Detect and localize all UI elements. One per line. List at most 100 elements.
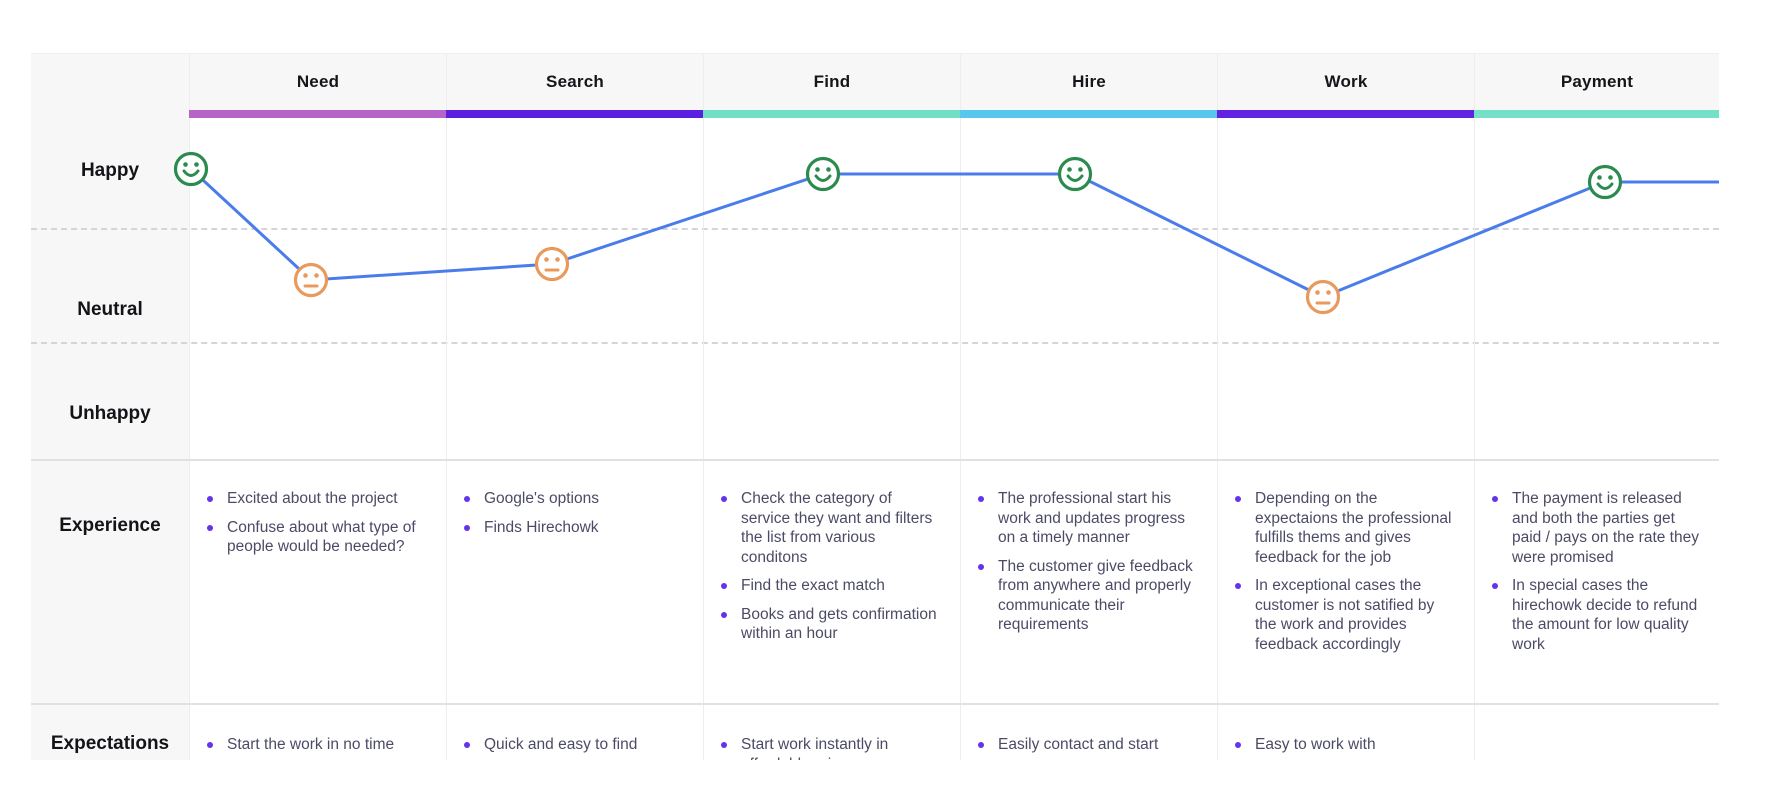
- bullet-text: Excited about the project: [227, 490, 398, 507]
- stage-bar-hire: [960, 110, 1217, 118]
- happy-face-icon: [1057, 156, 1093, 192]
- bullet-dot: [978, 496, 984, 502]
- bullet-item: In special cases the hirechowk decide to…: [1492, 576, 1699, 654]
- bullet-text: Start work instantly in affordable price: [741, 736, 889, 760]
- bullet-text: Find the exact match: [741, 577, 885, 594]
- bullet-dot: [721, 583, 727, 589]
- bullet-item: Check the category of service they want …: [721, 489, 940, 567]
- bullet-item: Books and gets confirmation within an ho…: [721, 605, 940, 644]
- stage-label: Payment: [1560, 72, 1634, 91]
- expectations-search: Quick and easy to find: [446, 705, 703, 760]
- bullet-text: The payment is released and both the par…: [1512, 490, 1699, 566]
- expectations-work: Easy to work with: [1217, 705, 1474, 760]
- bullet-dot: [1492, 496, 1498, 502]
- happy-face-icon: [1587, 164, 1623, 200]
- emotion-level-neutral: Neutral: [77, 299, 143, 320]
- stage-header-row: Need Search Find Hire Work Payment: [31, 54, 1719, 110]
- stage-header-need: Need: [189, 54, 446, 110]
- bullet-item: Finds Hirechowk: [464, 518, 683, 538]
- expectations-hire: Easily contact and start: [960, 705, 1217, 760]
- expectations-row-header: Expectations: [31, 705, 189, 760]
- bullet-text: In special cases the hirechowk decide to…: [1512, 577, 1698, 653]
- bullet-dot: [1492, 583, 1498, 589]
- bullet-text: Books and gets confirmation within an ho…: [741, 605, 937, 643]
- emotion-axis-sidebar: [31, 118, 189, 459]
- experience-label: Experience: [59, 515, 161, 536]
- neutral-face-icon: [1305, 279, 1341, 315]
- emotion-chart: Happy Neutral Unhappy: [31, 118, 1719, 459]
- stage-label: Find: [813, 72, 851, 91]
- bullet-dot: [464, 524, 470, 531]
- bullet-text: Confuse about what type of people would …: [227, 518, 416, 556]
- bullet-item: Start the work in no time: [207, 735, 426, 755]
- bullet-dot: [1235, 496, 1241, 502]
- column-divider: [1217, 118, 1218, 459]
- bullet-dot: [207, 496, 213, 502]
- bullet-text: Start the work in no time: [227, 736, 395, 753]
- bullet-dot: [721, 742, 727, 748]
- neutral-face-icon: [293, 262, 329, 298]
- stage-bar-need: [189, 110, 446, 118]
- column-divider: [189, 118, 190, 459]
- stage-header-find: Find: [703, 54, 960, 110]
- bullet-dot: [207, 742, 213, 748]
- bullet-text: Easily contact and start: [998, 736, 1159, 753]
- bullet-dot: [978, 742, 984, 748]
- experience-work: Depending on the expectaions the profess…: [1217, 461, 1474, 703]
- expectations-need: Start the work in no time: [189, 705, 446, 760]
- bullet-dot: [207, 524, 213, 531]
- stage-bar-search: [446, 110, 703, 118]
- experience-payment: The payment is released and both the par…: [1474, 461, 1719, 703]
- stage-label: Work: [1324, 72, 1368, 91]
- column-divider: [960, 118, 961, 459]
- column-divider: [446, 118, 447, 459]
- emotion-level-happy: Happy: [80, 160, 140, 181]
- bullet-text: Quick and easy to find: [484, 736, 638, 753]
- bullet-dot: [721, 496, 727, 502]
- emotion-line-svg: [173, 151, 1719, 315]
- bullet-dot: [464, 742, 470, 748]
- bullet-item: Excited about the project: [207, 489, 426, 509]
- bullet-item: The professional start his work and upda…: [978, 489, 1197, 548]
- bullet-text: Check the category of service they want …: [741, 490, 933, 566]
- emotion-line: [189, 167, 1719, 299]
- stage-label: Need: [296, 72, 340, 91]
- bullet-item: Quick and easy to find: [464, 735, 683, 755]
- stage-header-work: Work: [1217, 54, 1474, 110]
- expectations-payment: [1474, 705, 1719, 760]
- experience-find: Check the category of service they want …: [703, 461, 960, 703]
- emotion-level-unhappy: Unhappy: [69, 403, 151, 424]
- gridline-happy-neutral: [31, 228, 1719, 230]
- stage-label: Hire: [1072, 72, 1106, 91]
- bullet-item: Confuse about what type of people would …: [207, 518, 426, 557]
- stage-label: Search: [546, 72, 604, 91]
- bullet-text: Easy to work with: [1255, 736, 1376, 753]
- bullet-dot: [1235, 583, 1241, 589]
- happy-face-icon: [805, 156, 841, 192]
- bullet-item: Find the exact match: [721, 576, 940, 596]
- expectations-label: Expectations: [50, 733, 170, 754]
- column-divider: [703, 118, 704, 459]
- stage-bar-find: [703, 110, 960, 118]
- stage-header-hire: Hire: [960, 54, 1217, 110]
- bullet-text: Google's options: [484, 490, 599, 507]
- experience-hire: The professional start his work and upda…: [960, 461, 1217, 703]
- happy-face-icon: [173, 151, 209, 187]
- neutral-face-icon: [534, 246, 570, 282]
- bullet-item: The payment is released and both the par…: [1492, 489, 1699, 567]
- expectations-row: Expectations Start the work in no time Q…: [31, 703, 1719, 760]
- bullet-item: Easy to work with: [1235, 735, 1454, 755]
- bullet-text: In exceptional cases the customer is not…: [1255, 577, 1435, 653]
- bullet-text: Finds Hirechowk: [484, 518, 599, 536]
- bullet-dot: [1235, 742, 1241, 748]
- bullet-dot: [721, 611, 727, 618]
- bullet-dot: [464, 496, 470, 502]
- bullet-dot: [978, 563, 984, 570]
- stage-bar-payment: [1474, 110, 1719, 118]
- bullet-text: The professional start his work and upda…: [998, 490, 1185, 546]
- stage-header-payment: Payment: [1474, 54, 1719, 110]
- gridline-neutral-unhappy: [31, 342, 1719, 344]
- bullet-item: The customer give feedback from anywhere…: [978, 557, 1197, 635]
